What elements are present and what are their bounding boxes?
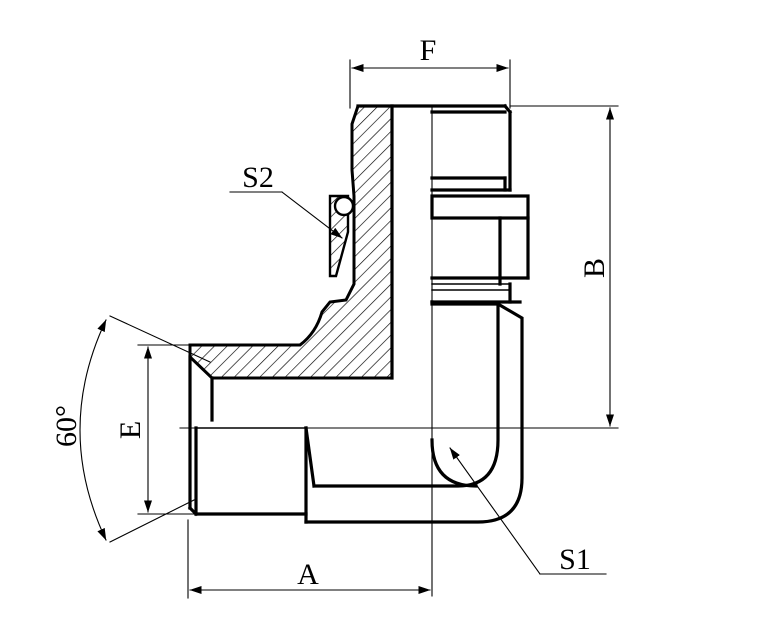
dimension-f bbox=[349, 59, 511, 109]
leader-s2 bbox=[229, 191, 343, 239]
center-lines bbox=[179, 105, 619, 597]
dimension-a bbox=[187, 519, 431, 599]
male-thread-end bbox=[187, 355, 308, 517]
leader-s1 bbox=[449, 447, 607, 575]
label-a: A bbox=[297, 558, 319, 591]
o-ring-circle bbox=[333, 195, 355, 217]
top-connector bbox=[356, 103, 530, 304]
label-f: F bbox=[420, 34, 437, 67]
section-hatch bbox=[188, 104, 394, 380]
label-angle: 60° bbox=[50, 405, 83, 447]
label-e: E bbox=[114, 421, 147, 439]
label-s2: S2 bbox=[242, 161, 274, 194]
angle-dimension bbox=[79, 315, 211, 543]
label-b: B bbox=[578, 258, 611, 278]
label-s1: S1 bbox=[559, 543, 591, 576]
